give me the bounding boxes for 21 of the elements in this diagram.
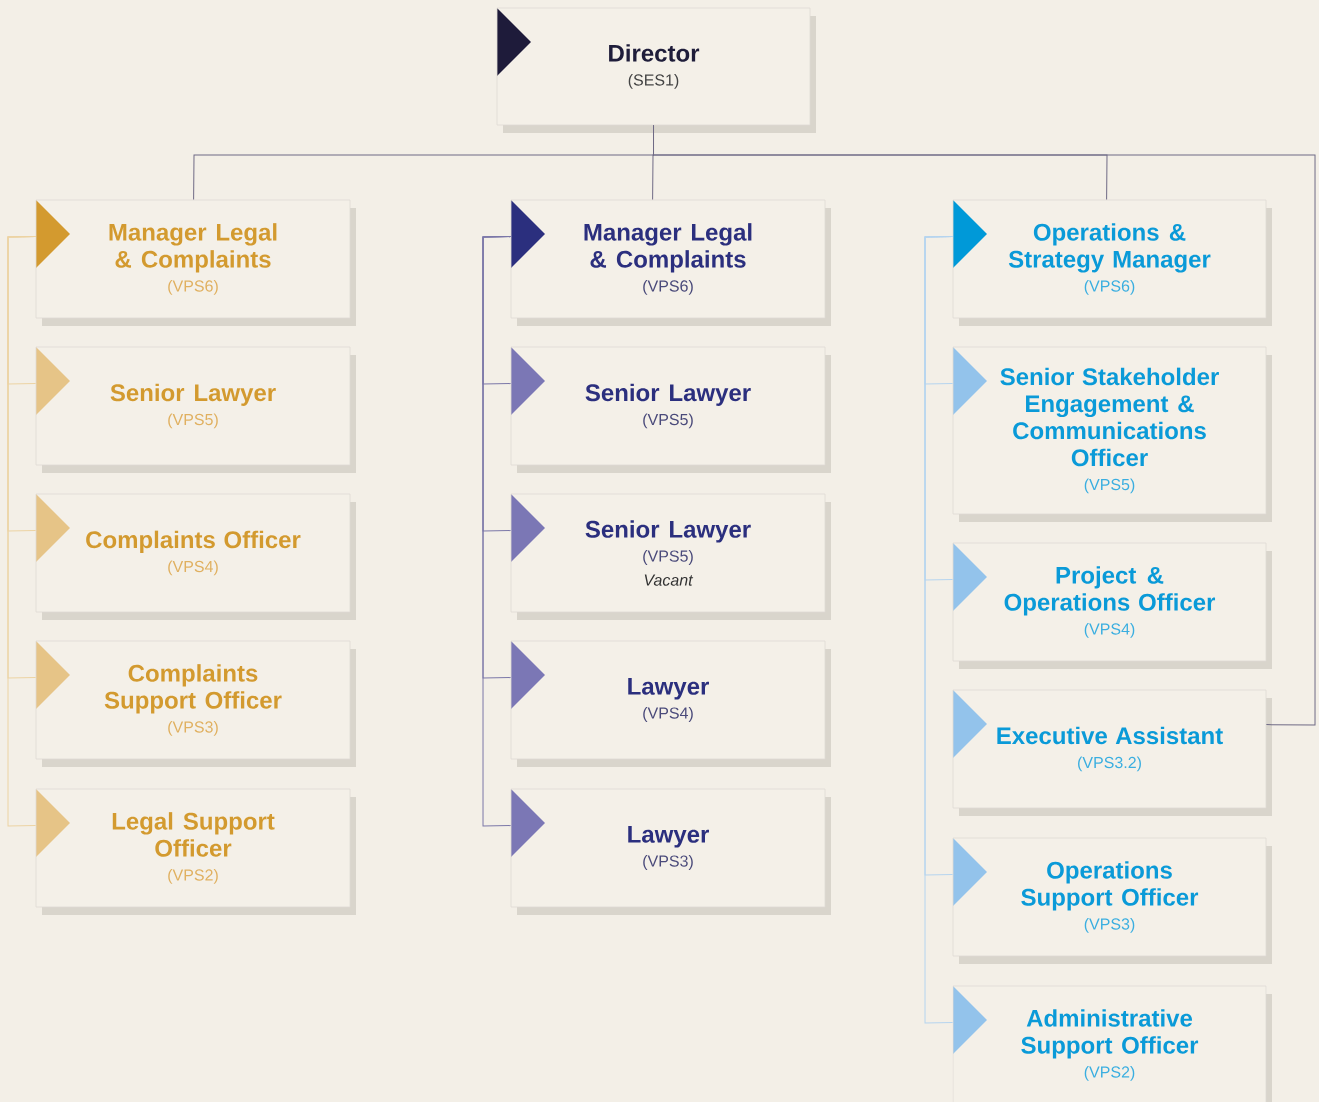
position-box: Lawyer (VPS4) xyxy=(510,640,831,767)
position-box: Manager Legal & Complaints (VPS6) xyxy=(35,199,356,326)
position-box: Senior Lawyer (VPS5) Vacant xyxy=(510,493,831,620)
position-box: Project & Operations Officer (VPS4) xyxy=(952,542,1272,669)
position-box: Director (SES1) xyxy=(496,7,816,133)
position-box: Manager Legal & Complaints (VPS6) xyxy=(510,199,831,326)
connector-line xyxy=(924,236,954,1024)
position-box: Senior Lawyer (VPS5) xyxy=(35,346,356,473)
position-box: Operations & Strategy Manager (VPS6) xyxy=(952,199,1272,326)
position-box: Administrative Support Officer (VPS2) xyxy=(952,985,1272,1102)
position-box: Operations Support Officer (VPS3) xyxy=(952,837,1272,964)
connector-line xyxy=(482,236,512,827)
connector-line xyxy=(7,236,37,827)
position-box: Legal Support Officer (VPS2) xyxy=(35,788,356,915)
position-box: Complaints Support Officer (VPS3) xyxy=(35,640,356,767)
position-box: Senior Lawyer (VPS5) xyxy=(510,346,831,473)
connector-line xyxy=(653,124,1316,726)
position-box: Senior Stakeholder Engagement & Communications Officer (VPS5) xyxy=(952,346,1272,522)
position-box: Lawyer (VPS3) xyxy=(510,788,831,915)
position-box: Complaints Officer (VPS4) xyxy=(35,493,356,620)
position-box: Executive Assistant (VPS3.2) xyxy=(952,689,1272,816)
